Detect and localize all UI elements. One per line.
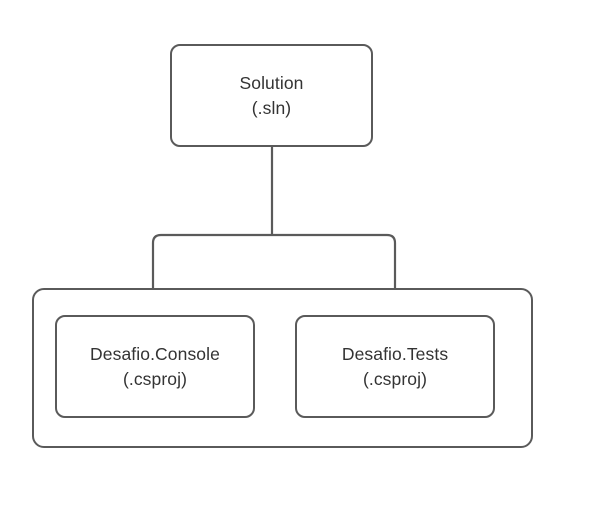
node-solution-title: Solution xyxy=(239,72,304,93)
node-solution-extension: (.sln) xyxy=(251,97,292,118)
node-desafio-tests[interactable]: Desafio.Tests (.csproj) xyxy=(295,315,495,418)
node-tests-extension: (.csproj) xyxy=(362,368,428,389)
node-console-extension: (.csproj) xyxy=(122,368,188,389)
node-desafio-console[interactable]: Desafio.Console (.csproj) xyxy=(55,315,255,418)
node-console-title: Desafio.Console xyxy=(90,343,220,364)
node-tests-title: Desafio.Tests xyxy=(341,343,449,364)
node-solution[interactable]: Solution (.sln) xyxy=(170,44,373,147)
